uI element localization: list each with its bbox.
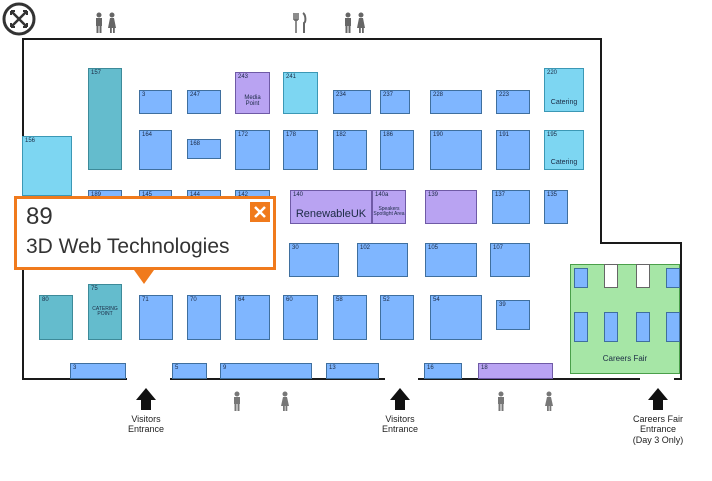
stand[interactable]: 168 (187, 139, 221, 159)
careers-stand[interactable] (604, 312, 618, 342)
person-icon (545, 391, 553, 411)
stand[interactable]: 237 (380, 90, 410, 114)
stand[interactable]: 54 (430, 295, 482, 340)
stand[interactable]: 71 (139, 295, 173, 340)
careers-stand[interactable] (636, 264, 650, 288)
stand[interactable]: 241 (283, 72, 318, 114)
wall (22, 38, 602, 40)
stand[interactable]: 16 (424, 363, 462, 379)
stand[interactable]: 137 (492, 190, 530, 224)
stand[interactable]: 3 (139, 90, 172, 114)
stand[interactable]: 178 (283, 130, 318, 170)
stand[interactable]: 3 (70, 363, 126, 379)
careers-stand[interactable] (574, 312, 588, 342)
stand[interactable]: 186 (380, 130, 414, 170)
popup-stand-number: 89 (26, 203, 53, 230)
popup-pointer (134, 270, 154, 284)
stand[interactable]: 191 (496, 130, 530, 170)
careers-stand[interactable] (636, 312, 650, 342)
arrow-up-icon (136, 388, 156, 400)
stand[interactable]: 80 (39, 295, 73, 340)
arrow-up-icon (390, 388, 410, 400)
stand[interactable]: 223 (496, 90, 530, 114)
careers-stand[interactable] (666, 312, 680, 342)
stand[interactable]: 247 (187, 90, 221, 114)
visitors-entrance: Visitors Entrance (116, 388, 176, 435)
wall (418, 378, 640, 380)
restroom-icon (345, 12, 365, 33)
wall (22, 378, 127, 380)
wall (170, 378, 385, 380)
close-popup-icon[interactable] (250, 202, 270, 222)
person-icon (281, 391, 289, 411)
wall (600, 38, 602, 242)
person-icon (498, 391, 504, 411)
stand[interactable]: 58 (333, 295, 367, 340)
wall (680, 242, 682, 380)
stand[interactable]: 18 (478, 363, 553, 379)
stand[interactable]: 30 (289, 243, 339, 277)
stand[interactable]: 70 (187, 295, 221, 340)
popup-exhibitor-name: 3D Web Technologies (26, 235, 230, 258)
stand[interactable]: 157 (88, 68, 122, 170)
stand[interactable]: 156 (22, 136, 72, 196)
stand[interactable]: 64 (235, 295, 270, 340)
stand[interactable]: 39 (496, 300, 530, 330)
wall (674, 378, 682, 380)
careers-stand[interactable] (604, 264, 618, 288)
careers-stand[interactable] (574, 268, 588, 288)
stand[interactable]: 135 (544, 190, 568, 224)
stand[interactable]: 139 (425, 190, 477, 224)
person-icon (234, 391, 240, 411)
exit-map-icon[interactable] (2, 2, 36, 36)
dining-icon (293, 12, 307, 33)
wall (600, 242, 682, 244)
stand[interactable]: 172 (235, 130, 270, 170)
careers-fair-area[interactable]: Careers Fair (570, 264, 680, 374)
stand[interactable]: 182 (333, 130, 367, 170)
stand[interactable]: 13 (326, 363, 379, 379)
stand[interactable]: 107 (490, 243, 530, 277)
stand-info-popup[interactable]: 89 3D Web Technologies (14, 196, 276, 270)
stand[interactable]: 52 (380, 295, 414, 340)
stand[interactable]: 60 (283, 295, 318, 340)
stand[interactable]: 9 (220, 363, 312, 379)
stand[interactable]: 105 (425, 243, 477, 277)
stand[interactable]: 190 (430, 130, 482, 170)
restroom-icon (96, 12, 116, 33)
visitors-entrance: Visitors Entrance (370, 388, 430, 435)
arrow-up-icon (648, 388, 668, 400)
stand[interactable]: 164 (139, 130, 172, 170)
careers-fair-entrance: Careers Fair Entrance (Day 3 Only) (620, 388, 696, 445)
stand[interactable]: 228 (430, 90, 482, 114)
stand[interactable]: 5 (172, 363, 207, 379)
stand[interactable]: 234 (333, 90, 371, 114)
stand[interactable]: 102 (357, 243, 408, 277)
careers-stand[interactable] (666, 268, 680, 288)
